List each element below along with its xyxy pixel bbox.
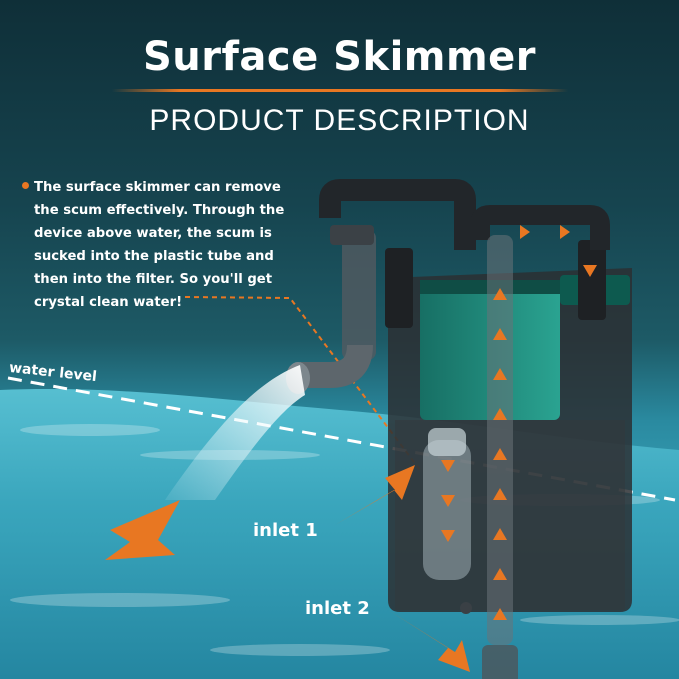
inlet-2-arrow bbox=[388, 610, 470, 672]
flow-arrows bbox=[441, 225, 597, 620]
inlet-2-label: inlet 2 bbox=[305, 598, 370, 619]
outflow-arrow bbox=[105, 500, 180, 560]
inlet-arrows bbox=[105, 465, 470, 672]
description-text: The surface skimmer can remove the scum … bbox=[34, 180, 285, 310]
inlet-1-arrow bbox=[335, 465, 415, 525]
filter-device bbox=[286, 179, 632, 679]
bullet-dot bbox=[22, 182, 29, 189]
page-subtitle: PRODUCT DESCRIPTION bbox=[149, 104, 530, 137]
water-stream bbox=[165, 365, 305, 500]
title-underline bbox=[112, 89, 568, 92]
page-title: Surface Skimmer bbox=[142, 34, 536, 80]
inlet-1-label: inlet 1 bbox=[253, 520, 318, 541]
